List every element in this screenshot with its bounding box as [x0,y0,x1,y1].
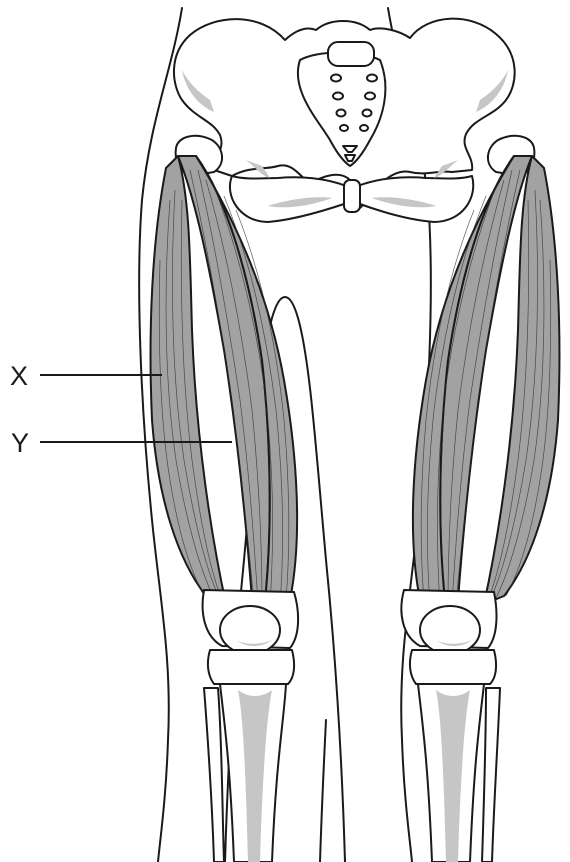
pubic-symphysis [344,180,360,212]
left-patella [220,606,280,654]
pelvis [174,19,515,222]
right-knee-and-shin [401,590,500,862]
right-fibula [482,688,500,862]
right-patella [420,606,480,654]
label-y: Y [11,430,29,457]
left-knee-and-shin [203,590,299,862]
label-x: X [10,363,28,390]
left-quadriceps [151,156,298,610]
left-fibula [204,688,224,862]
right-quadriceps [413,156,560,610]
